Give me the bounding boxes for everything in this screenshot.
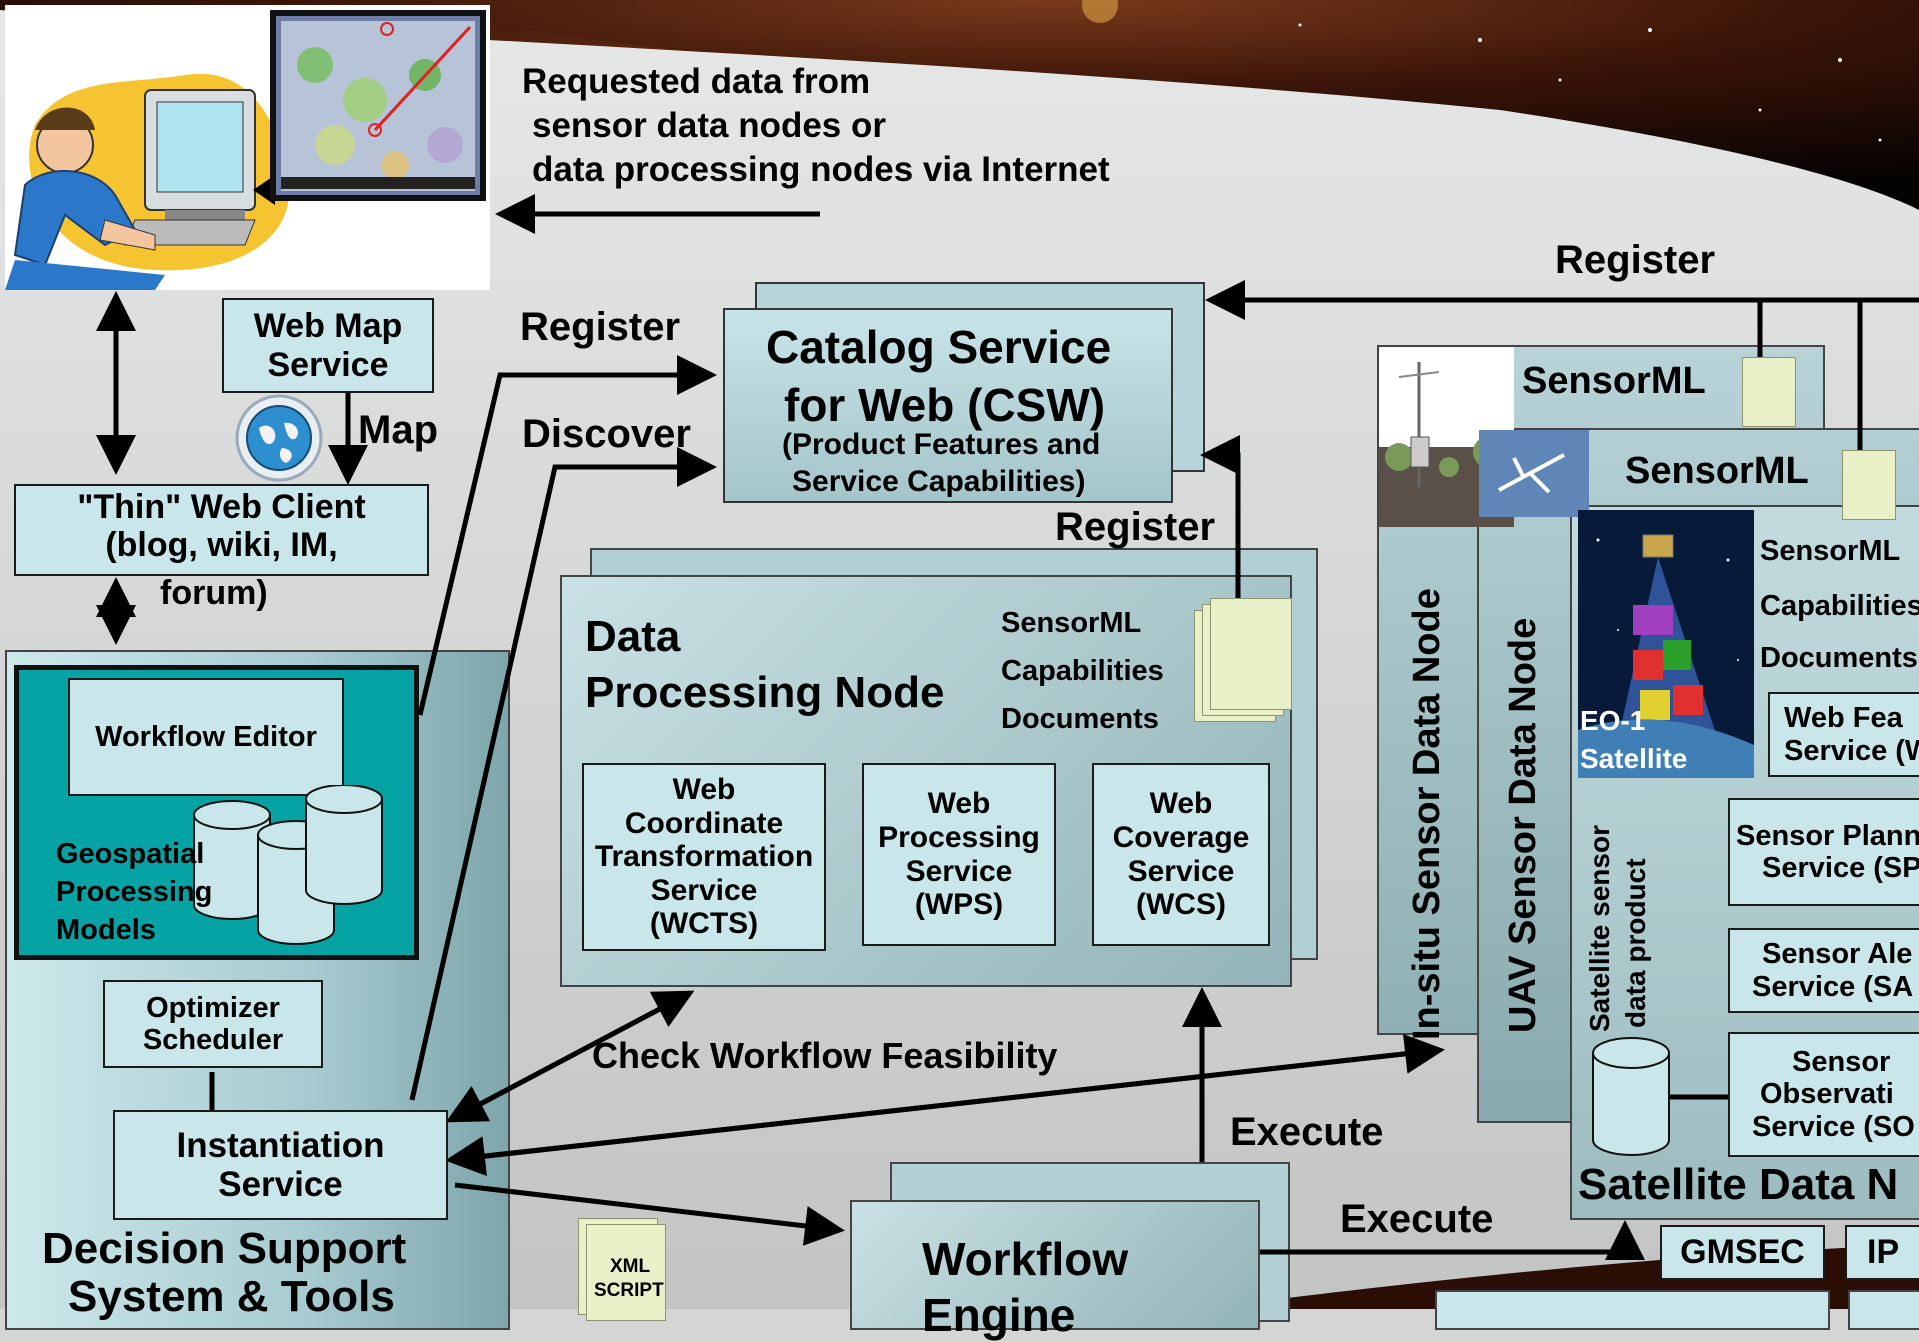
csw-title-line1: Catalog Service bbox=[766, 321, 1112, 373]
thin-client-line1: "Thin" Web Client bbox=[77, 488, 366, 526]
eo1-satellite-image bbox=[1578, 510, 1754, 778]
wps-line2: Processing bbox=[878, 820, 1040, 854]
thin-web-client-box[interactable]: "Thin" Web Client (blog, wiki, IM, bbox=[14, 484, 429, 576]
uav-title: UAV Sensor Data Node bbox=[1502, 617, 1544, 1033]
wfs-service-box[interactable]: Web Fea Service (W bbox=[1768, 692, 1919, 777]
database-cylinders-icon bbox=[193, 785, 383, 945]
instantiation-service-box[interactable]: Instantiation Service bbox=[113, 1110, 448, 1220]
sos-line1: Sensor bbox=[1792, 1045, 1891, 1078]
header-note-line2: sensor data nodes or bbox=[532, 106, 886, 145]
uav-sensorml-doc-icon bbox=[1842, 450, 1896, 520]
wps-service-box[interactable]: Web Processing Service (WPS) bbox=[862, 763, 1056, 946]
insitu-title: In-situ Sensor Data Node bbox=[1406, 588, 1448, 1040]
wms-line2: Service bbox=[267, 345, 389, 384]
geo-models-line2: Processing bbox=[56, 876, 213, 908]
discover-label: Discover bbox=[522, 412, 691, 456]
wfs-line1: Web Fea bbox=[1784, 702, 1903, 735]
instantiation-line2: Service bbox=[218, 1165, 343, 1204]
header-note-line1: Requested data from bbox=[522, 62, 871, 101]
xml-script-line2: SCRIPT bbox=[594, 1280, 664, 1301]
geo-models-line3: Models bbox=[56, 914, 156, 946]
eo1-label-line2: Satellite bbox=[1580, 743, 1688, 774]
csw-sub-line2: Service Capabilities) bbox=[792, 465, 1086, 498]
uav-sensorml-label: SensorML bbox=[1625, 450, 1809, 492]
wps-line4: (WPS) bbox=[914, 888, 1004, 922]
satellite-docs-line3: Documents bbox=[1760, 642, 1918, 674]
sos-line3: Service (SO bbox=[1752, 1110, 1915, 1143]
insitu-sensorml-label: SensorML bbox=[1522, 360, 1706, 402]
sas-line1: Sensor Ale bbox=[1762, 938, 1913, 971]
sps-service-box[interactable]: Sensor Plann Service (SP bbox=[1728, 798, 1919, 906]
optimizer-line2: Scheduler bbox=[142, 1024, 284, 1056]
optimizer-line1: Optimizer bbox=[146, 991, 280, 1024]
web-map-service-box[interactable]: Web Map Service bbox=[222, 298, 434, 393]
wms-line1: Web Map bbox=[253, 307, 403, 346]
document-icon bbox=[1210, 598, 1292, 710]
globe-icon bbox=[235, 394, 323, 482]
wcts-line5: (WCTS) bbox=[649, 907, 759, 941]
wcts-line2: Coordinate bbox=[624, 806, 784, 840]
wcts-service-box[interactable]: Web Coordinate Transformation Service (W… bbox=[582, 763, 826, 951]
dss-title-line2: System & Tools bbox=[68, 1272, 395, 1321]
wcs-line4: (WCS) bbox=[1136, 888, 1226, 922]
workflow-editor-box[interactable]: Workflow Editor bbox=[68, 678, 344, 796]
sas-service-box[interactable]: Sensor Ale Service (SA bbox=[1728, 928, 1919, 1013]
register-top-label: Register bbox=[1555, 238, 1716, 282]
satellite-node-title: Satellite Data N bbox=[1578, 1160, 1899, 1209]
dpn-docs-line1: SensorML bbox=[1001, 607, 1142, 639]
execute-up-label: Execute bbox=[1230, 1110, 1384, 1154]
csw-sub-line1: (Product Features and bbox=[782, 428, 1101, 461]
wcs-line2: Coverage bbox=[1112, 820, 1250, 854]
dpn-docs-line3: Documents bbox=[1001, 703, 1159, 735]
check-feasibility-label: Check Workflow Feasibility bbox=[592, 1035, 1058, 1076]
csw-title-line2: for Web (CSW) bbox=[784, 379, 1106, 431]
wcts-line3: Transformation bbox=[594, 840, 814, 874]
dpn-docs-line2: Capabilities bbox=[1001, 655, 1164, 687]
workflow-engine-line1: Workflow bbox=[922, 1233, 1129, 1285]
wcs-line1: Web bbox=[1149, 787, 1213, 821]
register-mid-label: Register bbox=[1055, 505, 1216, 549]
sas-line2: Service (SA bbox=[1752, 970, 1914, 1003]
satellite-docs-line2: Capabilities bbox=[1760, 590, 1919, 622]
satellite-product-database-icon bbox=[1592, 1037, 1670, 1156]
sos-line2: Observati bbox=[1760, 1078, 1894, 1111]
wcs-line3: Service bbox=[1127, 854, 1235, 888]
dss-title-line1: Decision Support bbox=[42, 1224, 407, 1273]
satellite-product-line2: data product bbox=[1620, 858, 1651, 1028]
wcs-service-box[interactable]: Web Coverage Service (WCS) bbox=[1092, 763, 1270, 946]
workflow-engine-box[interactable] bbox=[850, 1200, 1260, 1330]
register-left-label: Register bbox=[520, 305, 681, 349]
insitu-sensorml-doc-icon bbox=[1742, 357, 1796, 427]
xml-script-icon bbox=[586, 1224, 666, 1321]
ip-box[interactable]: IP bbox=[1845, 1225, 1919, 1280]
header-note-line3: data processing nodes via Internet bbox=[532, 150, 1110, 189]
satellite-docs-line1: SensorML bbox=[1760, 535, 1901, 567]
wfs-line2: Service (W bbox=[1784, 734, 1919, 767]
dpn-title-line2: Processing Node bbox=[585, 668, 945, 717]
xml-script-line1: XML bbox=[610, 1256, 651, 1277]
dpn-title-line1: Data bbox=[585, 612, 681, 661]
wps-line3: Service bbox=[905, 854, 1013, 888]
uav-photo bbox=[1479, 430, 1589, 517]
connector-arrows bbox=[96, 194, 1919, 1260]
satellite-product-line1: Satellite sensor bbox=[1584, 825, 1615, 1032]
sps-line1: Sensor Plann bbox=[1736, 819, 1919, 852]
wps-line1: Web bbox=[927, 787, 991, 821]
eo1-label-line1: EO-1 bbox=[1580, 705, 1646, 736]
thin-client-line2: (blog, wiki, IM, bbox=[105, 526, 338, 565]
wcts-line4: Service bbox=[650, 873, 758, 907]
execute-right-label: Execute bbox=[1340, 1197, 1494, 1241]
sps-line2: Service (SP bbox=[1762, 852, 1919, 884]
sos-service-box[interactable]: Sensor Observati Service (SO bbox=[1728, 1032, 1919, 1157]
user-computer-illustration bbox=[5, 5, 490, 290]
thin-client-line3: forum) bbox=[160, 574, 268, 612]
instantiation-line1: Instantiation bbox=[176, 1125, 385, 1165]
map-label: Map bbox=[358, 408, 438, 452]
workflow-engine-line2: Engine bbox=[922, 1289, 1076, 1341]
geo-models-line1: Geospatial bbox=[56, 838, 205, 870]
optimizer-scheduler-box[interactable]: Optimizer Scheduler bbox=[103, 980, 323, 1068]
gmsec-box[interactable]: GMSEC bbox=[1660, 1225, 1825, 1280]
wcts-line1: Web bbox=[672, 773, 736, 807]
csw-box[interactable] bbox=[723, 308, 1173, 503]
